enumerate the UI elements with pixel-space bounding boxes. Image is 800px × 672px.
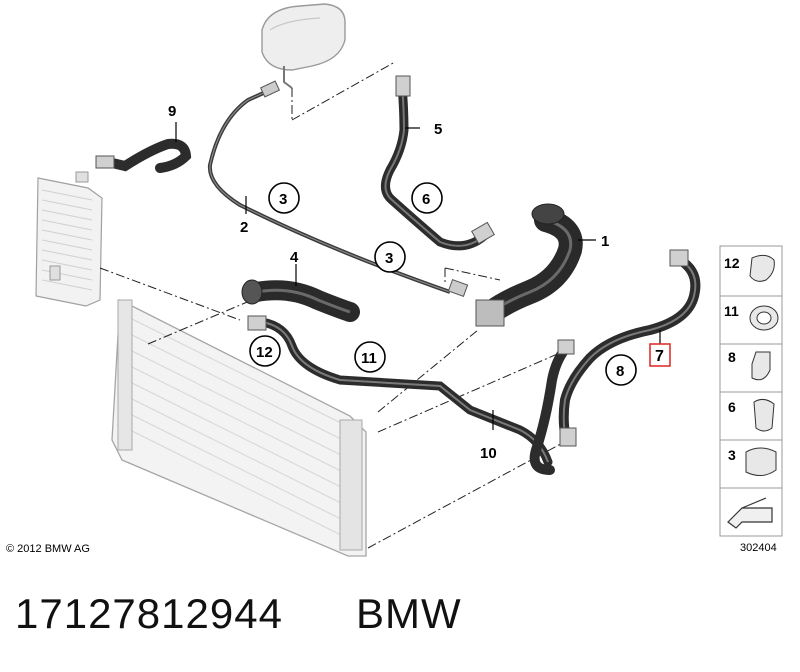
legend-label-8: 8 (728, 349, 736, 365)
clip-6-icon (753, 398, 775, 432)
callout-2: 2 (240, 219, 248, 236)
clip-legend: 12 11 8 6 3 (719, 245, 783, 537)
clip-12-icon (749, 254, 775, 282)
legend-label-12: 12 (724, 255, 740, 271)
clip-3-icon (745, 447, 777, 476)
callout-12-circled: 12 (256, 344, 273, 361)
callout-5: 5 (434, 121, 442, 138)
callout-7: 7 (655, 348, 664, 365)
diagram-number: 302404 (740, 542, 777, 554)
callout-6-circled: 6 (422, 191, 430, 208)
auxiliary-radiator (35, 171, 103, 307)
callout-1: 1 (601, 233, 609, 250)
main-radiator (111, 298, 367, 557)
callout-7-highlight-box (649, 343, 671, 367)
callout-10: 10 (480, 445, 497, 462)
hose-10 (529, 343, 571, 475)
expansion-tank (261, 3, 346, 89)
callout-8-circled: 8 (616, 363, 624, 380)
callout-11-circled: 11 (361, 350, 377, 367)
legend-label-3: 3 (728, 447, 736, 463)
hose-1 (480, 208, 583, 324)
brand-name: BMW (356, 590, 462, 637)
hose-9 (103, 138, 192, 173)
part-number: 17127812944 (15, 590, 283, 637)
legend-label-6: 6 (728, 399, 736, 415)
callout-9: 9 (168, 103, 176, 120)
hose-5 (381, 79, 489, 251)
callout-3-circled-mid: 3 (385, 250, 393, 267)
callout-4: 4 (290, 249, 299, 266)
clip-8-icon (751, 351, 771, 381)
hose-7 (558, 255, 701, 445)
callout-3-circled-top: 3 (279, 191, 287, 208)
copyright-text: © 2012 BMW AG (6, 543, 90, 555)
legend-label-11: 11 (724, 303, 739, 319)
